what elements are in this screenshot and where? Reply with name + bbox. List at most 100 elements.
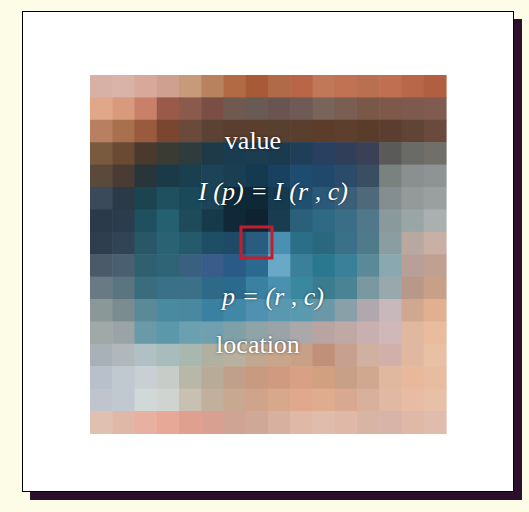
pixel <box>157 75 180 98</box>
pixel <box>424 411 447 434</box>
pixel <box>313 75 336 98</box>
pixel <box>402 165 425 188</box>
pixel <box>313 411 336 434</box>
pixel <box>313 254 336 277</box>
pixel <box>90 254 113 277</box>
pixel <box>157 232 180 255</box>
pixel <box>135 389 158 412</box>
pixel <box>424 389 447 412</box>
pixel <box>357 321 380 344</box>
pixel <box>335 232 358 255</box>
pixel <box>201 120 224 143</box>
pixel <box>224 389 247 412</box>
pixel <box>290 232 313 255</box>
pixel <box>90 142 113 165</box>
pixel <box>402 344 425 367</box>
pixel <box>335 321 358 344</box>
pixel <box>290 120 313 143</box>
pixel <box>357 165 380 188</box>
pixel <box>379 232 402 255</box>
pixel <box>357 254 380 277</box>
pixel <box>402 321 425 344</box>
pixel <box>157 187 180 210</box>
pixel <box>179 389 202 412</box>
pixel <box>135 187 158 210</box>
pixel <box>90 321 113 344</box>
pixel <box>135 299 158 322</box>
pixel <box>424 75 447 98</box>
pixel <box>357 187 380 210</box>
pixel <box>335 277 358 300</box>
pixel <box>357 366 380 389</box>
pixel <box>201 254 224 277</box>
location-label: location <box>216 331 300 360</box>
pixel <box>135 344 158 367</box>
pixel <box>335 366 358 389</box>
pixel <box>357 232 380 255</box>
pixel <box>201 277 224 300</box>
pixel <box>112 187 135 210</box>
pixel-image <box>90 75 447 434</box>
pixel <box>379 209 402 232</box>
pixel <box>157 299 180 322</box>
pixel <box>402 209 425 232</box>
pixel <box>157 411 180 434</box>
pixel <box>112 411 135 434</box>
pixel <box>157 389 180 412</box>
pixel <box>268 366 291 389</box>
pixel <box>335 75 358 98</box>
pixel <box>112 277 135 300</box>
pixel <box>290 254 313 277</box>
pixel <box>112 232 135 255</box>
pixel <box>313 389 336 412</box>
pixel <box>179 75 202 98</box>
pixel <box>424 165 447 188</box>
pixel <box>135 277 158 300</box>
pixel <box>246 411 269 434</box>
pixel <box>379 366 402 389</box>
pixel <box>313 366 336 389</box>
pixel <box>135 120 158 143</box>
pixel <box>112 321 135 344</box>
pixel <box>357 389 380 412</box>
pixel <box>246 209 269 232</box>
pixel <box>379 97 402 120</box>
pixel <box>224 366 247 389</box>
pixel <box>424 120 447 143</box>
pixel <box>201 232 224 255</box>
pixel <box>179 142 202 165</box>
pixel <box>402 120 425 143</box>
pixel <box>335 411 358 434</box>
pixel <box>246 366 269 389</box>
pixel <box>424 277 447 300</box>
pixel <box>290 389 313 412</box>
pixel <box>224 97 247 120</box>
pixel <box>424 254 447 277</box>
pixel <box>313 232 336 255</box>
pixel <box>290 209 313 232</box>
pixel <box>402 75 425 98</box>
pixel <box>90 187 113 210</box>
pixel <box>157 277 180 300</box>
pixel <box>112 120 135 143</box>
pixel <box>135 97 158 120</box>
pixel <box>424 232 447 255</box>
value-label: value <box>225 127 281 156</box>
pixel <box>335 97 358 120</box>
pixel <box>179 254 202 277</box>
pixel <box>224 232 247 255</box>
pixel <box>313 209 336 232</box>
pixel <box>424 366 447 389</box>
pixel <box>224 209 247 232</box>
pixel <box>379 299 402 322</box>
pixel <box>224 75 247 98</box>
pixel <box>90 277 113 300</box>
pixel <box>313 120 336 143</box>
pixel <box>379 344 402 367</box>
pixel <box>379 321 402 344</box>
pixel <box>335 389 358 412</box>
pixel <box>402 277 425 300</box>
pixel <box>402 187 425 210</box>
pixel <box>379 277 402 300</box>
pixel <box>179 411 202 434</box>
